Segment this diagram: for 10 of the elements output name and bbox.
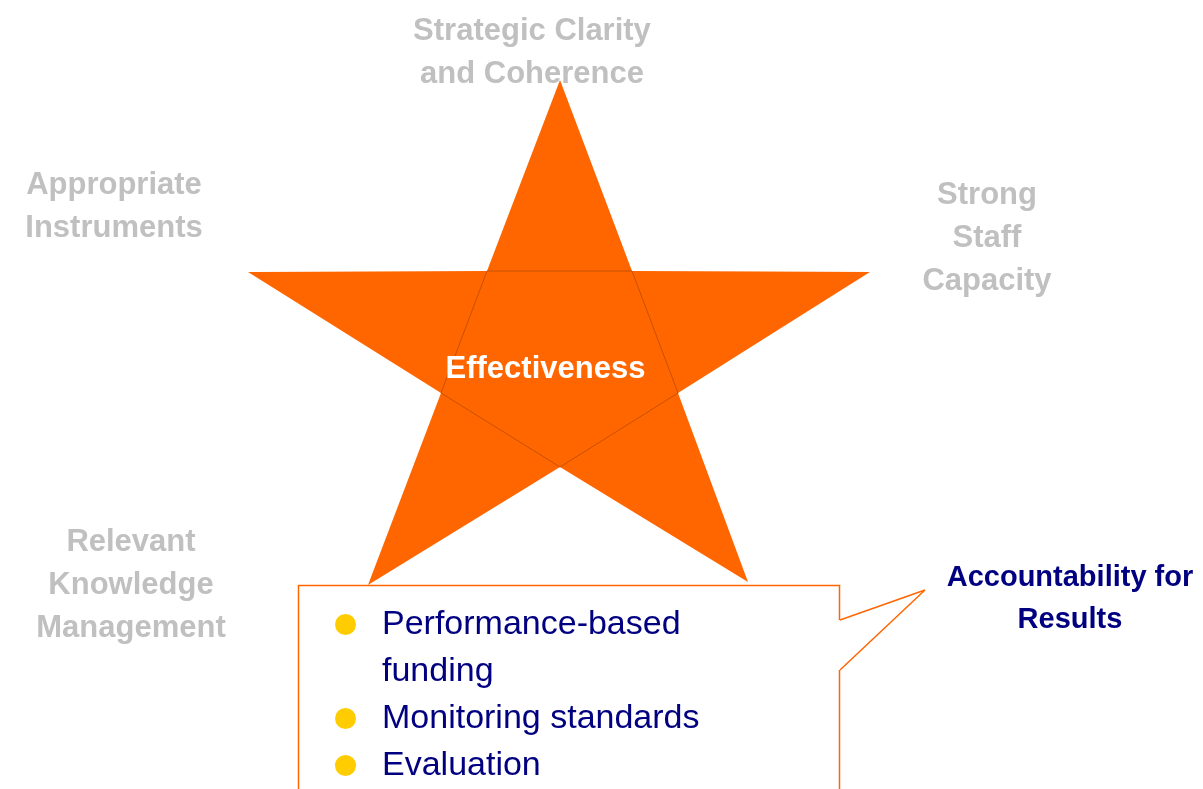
bullet-text: Monitoring standards (382, 696, 701, 737)
point-label: Strong Staff Capacity (921, 175, 1053, 299)
point-label: Relevant Knowledge Management (35, 522, 227, 646)
point-label: Strategic Clarity and Coherence (412, 11, 652, 92)
callout-title: Accountability for Results (945, 559, 1195, 636)
point-label: Appropriate Instruments (24, 165, 204, 246)
bullet-text: Evaluation (382, 743, 542, 784)
bullet-text: Performance-based funding (382, 602, 682, 690)
callout-box (298, 585, 840, 789)
star-label: Effectiveness (444, 349, 647, 387)
